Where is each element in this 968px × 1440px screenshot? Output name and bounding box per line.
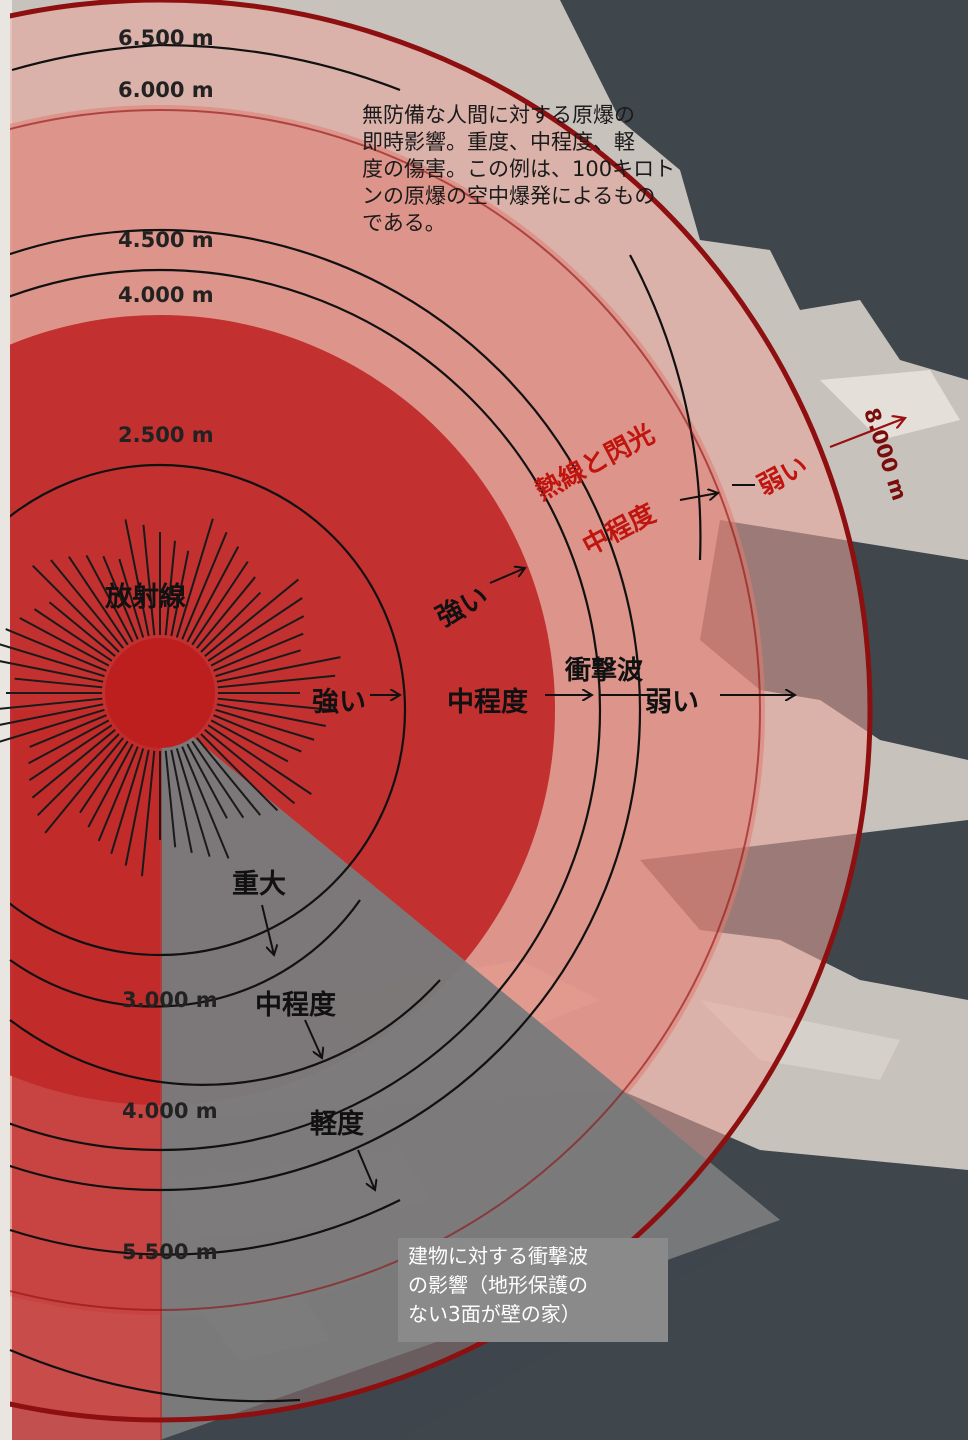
radiation-ray [0, 703, 104, 726]
radiation-ray [210, 719, 289, 763]
radiation-ray [50, 559, 124, 649]
radiation-ray [196, 737, 262, 816]
radiation-ray [36, 733, 120, 817]
radiation-ray [19, 617, 110, 667]
distance-label-4000-top: 4.000 m [118, 283, 214, 307]
radiation-ray [97, 746, 139, 842]
caption-line: ンの原爆の空中爆発によるもの [362, 184, 656, 208]
damage-light-label: 軽度 [310, 1109, 364, 1140]
radiation-ray [175, 748, 211, 857]
distance-label-3000: 3.000 m [122, 988, 218, 1012]
distance-label-2500: 2.500 m [118, 423, 214, 447]
radiation-ray [0, 643, 105, 678]
radiation-ray [142, 524, 156, 636]
radiation-ray [215, 708, 315, 741]
radiation-ray [124, 749, 150, 866]
radiation-ray [213, 632, 304, 672]
radiation-ray [186, 743, 228, 819]
distance-label-6500: 6.500 m [118, 26, 214, 50]
radiation-ray [181, 531, 228, 640]
radiation-ray [170, 550, 190, 637]
radiation-ray [48, 601, 116, 657]
radiation-ray [44, 737, 124, 834]
radiation-ray [175, 518, 214, 638]
radiation-ray [204, 578, 300, 657]
radiation-ray [0, 708, 105, 743]
building-note-line: の影響（地形保護の [408, 1273, 588, 1297]
radiation-ray [204, 729, 296, 805]
radiation-ray [217, 697, 337, 712]
radiation-ray [28, 719, 110, 765]
distance-rings [9, 43, 702, 1403]
radiation-burst [0, 518, 341, 877]
radiation-ray [164, 750, 177, 848]
caption-line: である。 [362, 211, 446, 235]
distance-label-4000-bottom: 4.000 m [122, 1099, 218, 1123]
radiation-ray [217, 674, 336, 689]
radiation-ray [79, 740, 129, 814]
distance-label-4500: 4.500 m [118, 228, 214, 252]
building-note-line: ない3面が壁の家） [408, 1302, 581, 1326]
radiation-ray [32, 565, 120, 653]
radiation-ray [181, 746, 230, 859]
radiation-label: 放射線 [105, 582, 186, 613]
radiation-ray [68, 556, 129, 646]
radiation-ray [191, 561, 249, 646]
caption-line: 即時影響。重度、中程度、軽 [362, 130, 635, 154]
radiation-ray [5, 628, 107, 672]
radiation-ray [207, 724, 312, 795]
damage-severe-label: 重大 [232, 869, 286, 900]
shockwave-title: 衝撃波 [565, 656, 644, 686]
radiation-ray [0, 697, 103, 710]
radiation-ray [0, 660, 104, 683]
radiation-ray [200, 591, 262, 653]
damage-medium-label: 中程度 [255, 990, 336, 1021]
caption: 無防備な人間に対する原爆の 即時影響。重度、中程度、軽 度の傷害。この例は、10… [362, 102, 675, 237]
radiation-ray [207, 597, 303, 662]
caption-line: 度の傷害。この例は、100キロト [362, 157, 676, 181]
radiation-ray [215, 649, 301, 678]
radiation-ray [140, 750, 156, 877]
building-note-line: 建物に対する衝撃波 [408, 1244, 588, 1268]
radiation-ray [102, 555, 139, 640]
radiation-ray [110, 748, 145, 855]
radiation-ray [85, 554, 134, 643]
building-note-box: 建物に対する衝撃波 の影響（地形保護の ない3面が壁の家） [398, 1238, 668, 1342]
heat-weak-arrow [829, 418, 905, 449]
radiation-ray [213, 714, 302, 753]
outer-heat-ring [10, 0, 873, 1423]
radiation-ray [186, 546, 240, 643]
radiation-strong-label: 強い [312, 687, 366, 718]
radiation-ray [216, 703, 326, 727]
distance-label-6000: 6.000 m [118, 78, 214, 102]
radiation-ray [216, 656, 341, 683]
radiation-ray [191, 740, 245, 819]
radiation-ray [124, 519, 150, 637]
radiation-ray [118, 558, 145, 638]
effect-arrows [261, 484, 795, 1190]
radiation-ray [28, 724, 113, 782]
radiation-ray [210, 615, 305, 667]
shockwave-weak-label: 弱い [645, 687, 699, 718]
radiation-ray [31, 729, 116, 799]
radiation-ray [14, 677, 103, 689]
radiation-ray [196, 576, 256, 649]
radiation-ray [87, 743, 134, 828]
radiation-ray [33, 608, 113, 662]
radiation-ray [29, 714, 107, 748]
shockwave-medium-label: 中程度 [447, 687, 528, 718]
distance-label-5500: 5.500 m [122, 1240, 218, 1264]
radiation-ray [170, 749, 193, 854]
radiation-ray [164, 540, 176, 636]
caption-line: 無防備な人間に対する原爆の [362, 103, 635, 127]
radiation-ray [200, 733, 279, 812]
